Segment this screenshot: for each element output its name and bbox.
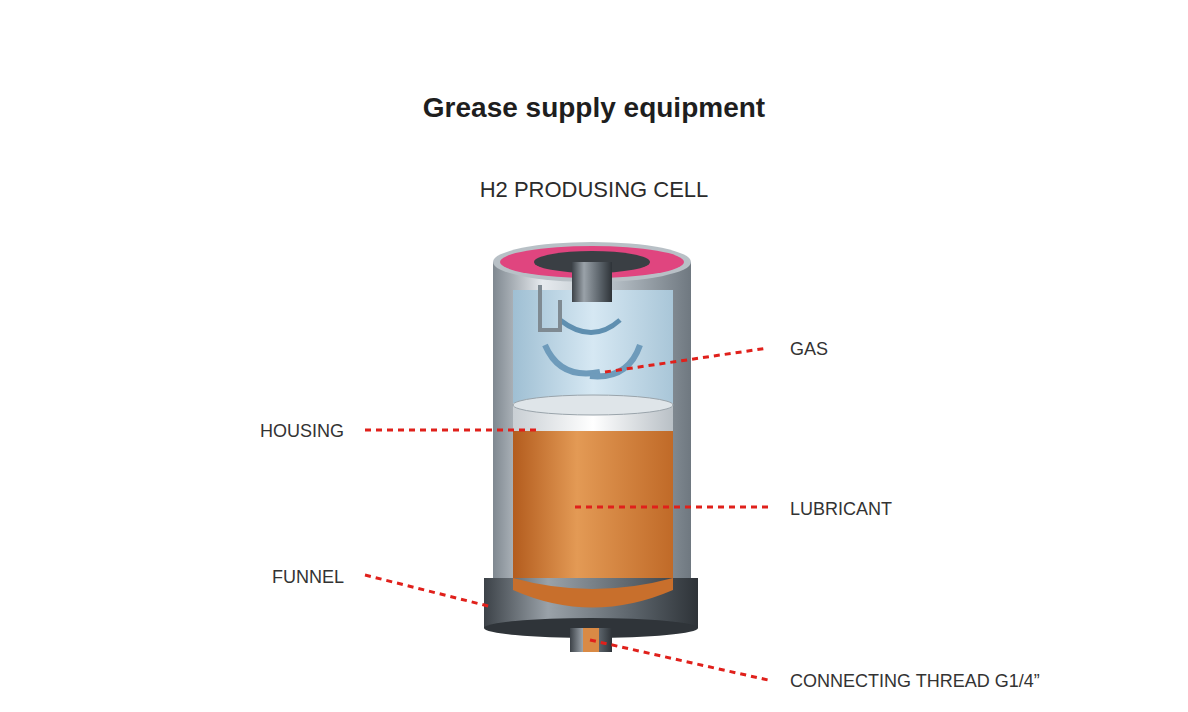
leader-line <box>365 429 540 432</box>
leader-line <box>605 348 768 372</box>
lubricant-body <box>513 431 673 591</box>
leader-line <box>575 506 768 509</box>
gas-arrow <box>590 345 640 376</box>
gas-chamber <box>513 290 673 410</box>
part-label: HOUSING <box>260 421 344 442</box>
cap-bracket <box>540 285 560 330</box>
part-label: FUNNEL <box>272 567 344 588</box>
leader-line <box>590 640 768 680</box>
gas-arrow <box>560 320 620 333</box>
piston-top <box>513 395 673 415</box>
housing-wall <box>493 262 691 592</box>
funnel-oil <box>513 578 673 608</box>
part-label: CONNECTING THREAD G1/4” <box>790 671 1040 692</box>
cell-core <box>572 262 612 302</box>
part-label: GAS <box>790 339 828 360</box>
leader-line <box>365 575 492 607</box>
leader-lines <box>365 348 768 680</box>
page-title: Grease supply equipment <box>423 92 765 124</box>
subtitle: H2 PRODUSING CELL <box>480 177 709 203</box>
gas-arrow <box>545 345 600 373</box>
part-label: LUBRICANT <box>790 499 892 520</box>
